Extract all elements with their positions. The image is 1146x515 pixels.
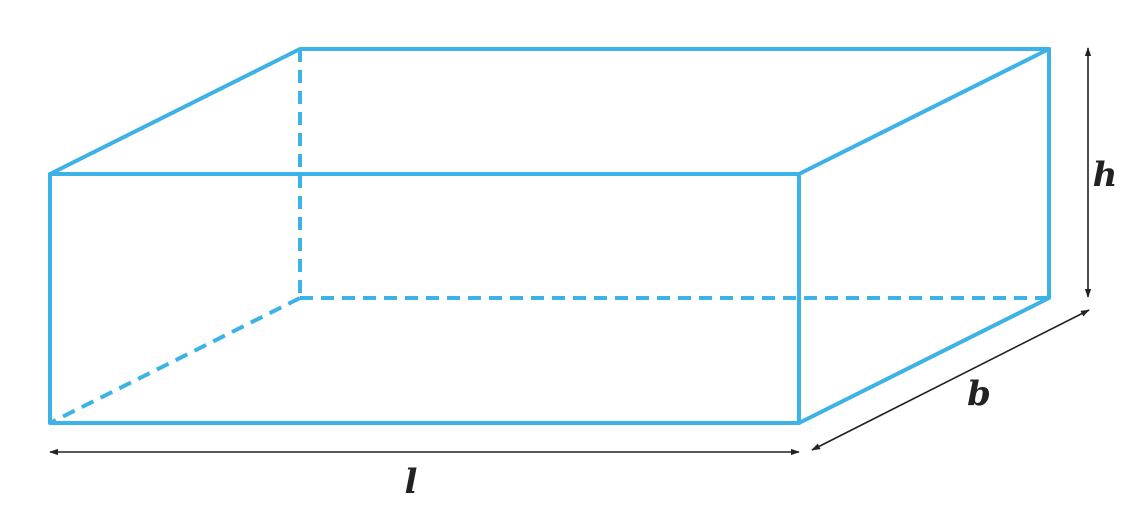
- breadth-label: b: [967, 374, 991, 414]
- front-face: [48, 172, 801, 425]
- hidden-edges: [49, 49, 1049, 425]
- dimension-arrows: [49, 47, 1092, 456]
- top-face-edges: [48, 47, 1051, 176]
- height-label: h: [1093, 155, 1118, 195]
- length-label: l: [405, 462, 418, 502]
- visible-edges: [48, 47, 1051, 425]
- right-face-edges: [797, 47, 1051, 425]
- breadth-arrow: [811, 309, 1090, 451]
- hidden-edge-bottom-left-depth: [49, 296, 301, 425]
